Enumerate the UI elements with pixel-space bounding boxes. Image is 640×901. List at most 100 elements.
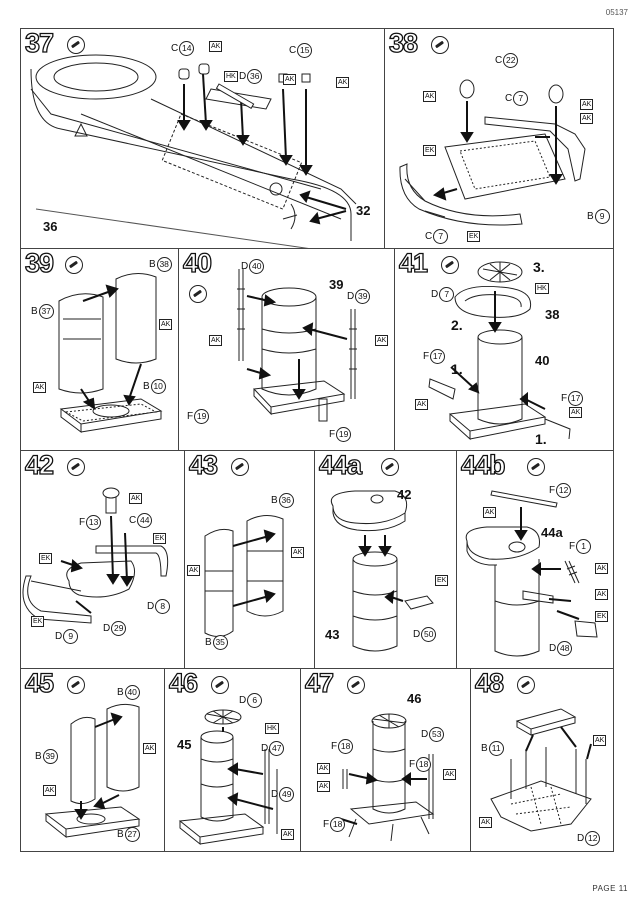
glue-icon bbox=[517, 676, 535, 694]
glue-icon bbox=[65, 256, 83, 274]
step-39-illustration bbox=[58, 273, 163, 433]
ek-tag: EK bbox=[39, 553, 53, 564]
ak-tag: AK bbox=[375, 335, 389, 346]
ak-tag: AK bbox=[317, 781, 331, 792]
ak-tag: AK bbox=[317, 763, 331, 774]
ref-45: 45 bbox=[177, 737, 192, 752]
step-42-number: 42 bbox=[24, 450, 54, 480]
step-41-illustration bbox=[428, 261, 571, 441]
ref-43: 43 bbox=[325, 627, 340, 642]
glue-icon bbox=[67, 458, 85, 476]
ak-tag: AK bbox=[283, 74, 297, 85]
ref-40: 40 bbox=[535, 353, 550, 368]
ak-tag: AK bbox=[483, 507, 497, 518]
ref-42: 42 bbox=[397, 487, 412, 502]
glue-icon bbox=[231, 458, 249, 476]
step-47-number: 47 bbox=[304, 668, 334, 698]
step-48-illustration bbox=[490, 708, 592, 832]
ek-tag: EK bbox=[423, 145, 437, 156]
glue-icon bbox=[381, 458, 399, 476]
ak-tag: AK bbox=[415, 399, 429, 410]
step-45-illustration bbox=[44, 703, 141, 839]
ak-tag: AK bbox=[569, 407, 583, 418]
glue-icon bbox=[67, 676, 85, 694]
ak-tag: AK bbox=[159, 319, 173, 330]
step-44b-number: 44b bbox=[460, 450, 506, 480]
ak-tag: AK bbox=[580, 113, 594, 124]
step-43-number: 43 bbox=[188, 450, 218, 480]
glue-icon bbox=[189, 285, 207, 303]
substep-1a: 1. bbox=[451, 361, 463, 377]
ek-tag: EK bbox=[595, 611, 609, 622]
step-44a-illustration bbox=[330, 490, 434, 652]
ak-tag: AK bbox=[595, 563, 609, 574]
document-code: 05137 bbox=[605, 8, 628, 17]
ref-46: 46 bbox=[407, 691, 422, 706]
step-44a-number: 44a bbox=[318, 450, 362, 480]
hk-tag: HK bbox=[535, 283, 549, 294]
glue-icon bbox=[527, 458, 545, 476]
ref-44a: 44a bbox=[541, 525, 563, 540]
glue-icon bbox=[67, 36, 85, 54]
ref-38: 38 bbox=[545, 307, 560, 322]
ak-tag: AK bbox=[580, 99, 594, 110]
substep-2: 2. bbox=[451, 317, 463, 333]
hk-tag: HK bbox=[224, 71, 238, 82]
step-48-number: 48 bbox=[474, 668, 504, 698]
ak-tag: AK bbox=[143, 743, 157, 754]
ak-tag: AK bbox=[291, 547, 305, 558]
ak-tag: AK bbox=[423, 91, 437, 102]
hk-tag: HK bbox=[265, 723, 279, 734]
step-47-illustration bbox=[340, 713, 435, 842]
glue-icon bbox=[211, 676, 229, 694]
ak-tag: AK bbox=[336, 77, 350, 88]
step-37-number: 37 bbox=[24, 28, 54, 58]
glue-icon bbox=[441, 256, 459, 274]
step-40-number: 40 bbox=[182, 248, 212, 278]
step-46-illustration bbox=[178, 709, 278, 846]
step-37-illustration bbox=[30, 54, 357, 249]
step-40-illustration bbox=[237, 269, 357, 422]
ref-32: 32 bbox=[356, 203, 371, 218]
substep-1b: 1. bbox=[535, 431, 547, 447]
ak-tag: AK bbox=[479, 817, 493, 828]
step-39-number: 39 bbox=[24, 248, 54, 278]
